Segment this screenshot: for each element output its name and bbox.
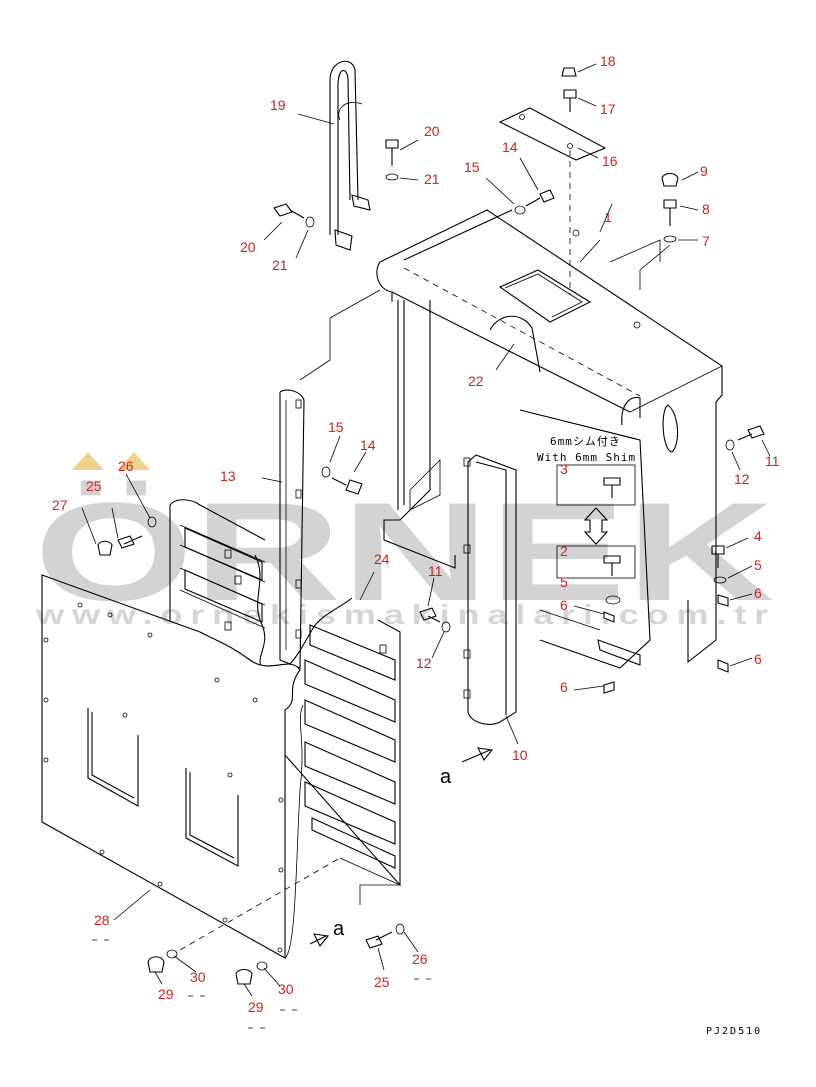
- callout-10: 10: [512, 747, 528, 763]
- callout-11-right: 11: [765, 453, 780, 469]
- callout-17: 17: [600, 101, 616, 117]
- view-label-a-upper: a: [440, 766, 452, 788]
- callout-20-top: 20: [424, 123, 440, 139]
- leader-lines: [81, 63, 771, 997]
- callout-13: 13: [220, 468, 236, 484]
- callout-4: 4: [754, 528, 762, 544]
- callout-9: 9: [700, 163, 708, 179]
- watermark: ÖRNEK www.ornekismakinalari.com.tr: [34, 452, 776, 630]
- callout-5-right: 5: [754, 557, 762, 573]
- callout-19: 19: [270, 97, 286, 113]
- callout-27: 27: [52, 497, 68, 513]
- callout-21-left: 21: [272, 257, 288, 273]
- watermark-brand: ÖRNEK: [34, 473, 774, 630]
- callout-2: 2: [560, 543, 568, 559]
- callout-12-right: 12: [734, 471, 750, 487]
- callout-15-mid: 15: [328, 419, 344, 435]
- callout-7: 7: [702, 233, 710, 249]
- callout-22: 22: [468, 373, 484, 389]
- callout-26-bottom: 26: [412, 951, 428, 967]
- callout-25-bottom: 25: [374, 974, 390, 990]
- view-arrows: [309, 747, 494, 948]
- callout-15-top: 15: [464, 159, 480, 175]
- callout-12-mid: 12: [416, 655, 432, 671]
- callout-30-right: 30: [278, 981, 294, 997]
- watermark-url: www.ornekismakinalari.com.tr: [35, 599, 776, 630]
- callout-6-right-lower: 6: [754, 651, 762, 667]
- callout-1: 1: [604, 209, 612, 225]
- callout-6-bottom: 6: [560, 679, 568, 695]
- callout-6-right-upper: 6: [754, 585, 762, 601]
- variant-marks: [92, 939, 431, 1029]
- callout-5-box: 5: [560, 574, 568, 590]
- drawing-code: PJ2D510: [706, 1026, 762, 1037]
- cover-plate: [498, 107, 607, 295]
- fasteners: [97, 67, 765, 985]
- callout-11-mid: 11: [428, 563, 443, 579]
- bracket-13: [279, 389, 305, 669]
- shim-note-jp: 6mmシム付き: [550, 435, 621, 448]
- callout-14-mid: 14: [360, 437, 376, 453]
- callout-25-left: 25: [86, 478, 102, 494]
- callout-8: 8: [702, 201, 710, 217]
- callout-16: 16: [602, 153, 618, 169]
- callout-29-right: 29: [248, 999, 264, 1015]
- callout-18: 18: [600, 53, 616, 69]
- callout-20-left: 20: [240, 239, 256, 255]
- callout-26-left: 26: [118, 458, 134, 474]
- callout-28: 28: [94, 912, 110, 928]
- callout-6-mid: 6: [560, 597, 568, 613]
- side-panel-10: [463, 454, 517, 725]
- shim-callout: [556, 464, 636, 605]
- shim-note-en: With 6mm Shim: [537, 451, 636, 464]
- callout-numbers: 18 17 16 19 20 21 15 14 9 8 7 1 20 21 22…: [52, 53, 780, 1015]
- handrail: [329, 60, 371, 251]
- rear-cover: [41, 574, 401, 959]
- callout-30-left: 30: [190, 969, 206, 985]
- callout-14-top: 14: [502, 139, 518, 155]
- callout-29-left: 29: [158, 986, 174, 1002]
- view-label-a-lower: a: [333, 918, 345, 940]
- callout-3: 3: [560, 461, 568, 477]
- callout-21-top: 21: [424, 171, 440, 187]
- callout-24: 24: [374, 551, 390, 567]
- main-frame: [299, 209, 723, 669]
